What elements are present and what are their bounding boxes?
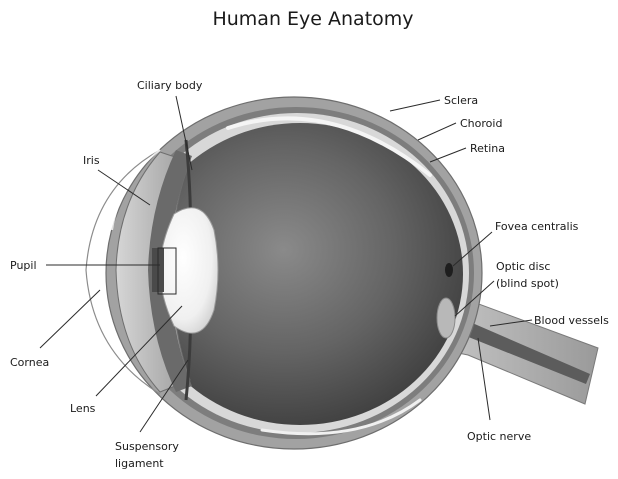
label-optic-disc: Optic disc bbox=[496, 260, 550, 273]
label-lens: Lens bbox=[70, 402, 96, 415]
lens-shape bbox=[160, 208, 218, 333]
label-choroid: Choroid bbox=[460, 117, 502, 130]
label-blood-vessels: Blood vessels bbox=[534, 314, 609, 327]
label-optic-nerve: Optic nerve bbox=[467, 430, 531, 443]
label-iris: Iris bbox=[83, 154, 100, 167]
optic-disc-shape bbox=[437, 298, 455, 338]
label-cornea: Cornea bbox=[10, 356, 49, 369]
label-ciliary-body: Ciliary body bbox=[137, 79, 203, 92]
label-pupil: Pupil bbox=[10, 259, 37, 272]
label-fovea-centralis: Fovea centralis bbox=[495, 220, 579, 233]
label-ligament: ligament bbox=[115, 457, 164, 470]
label-sclera: Sclera bbox=[444, 94, 478, 107]
label-blind-spot: (blind spot) bbox=[496, 277, 559, 290]
label-suspensory: Suspensory bbox=[115, 440, 179, 453]
label-retina: Retina bbox=[470, 142, 505, 155]
diagram-title: Human Eye Anatomy bbox=[212, 8, 413, 30]
fovea-shape bbox=[445, 263, 453, 277]
